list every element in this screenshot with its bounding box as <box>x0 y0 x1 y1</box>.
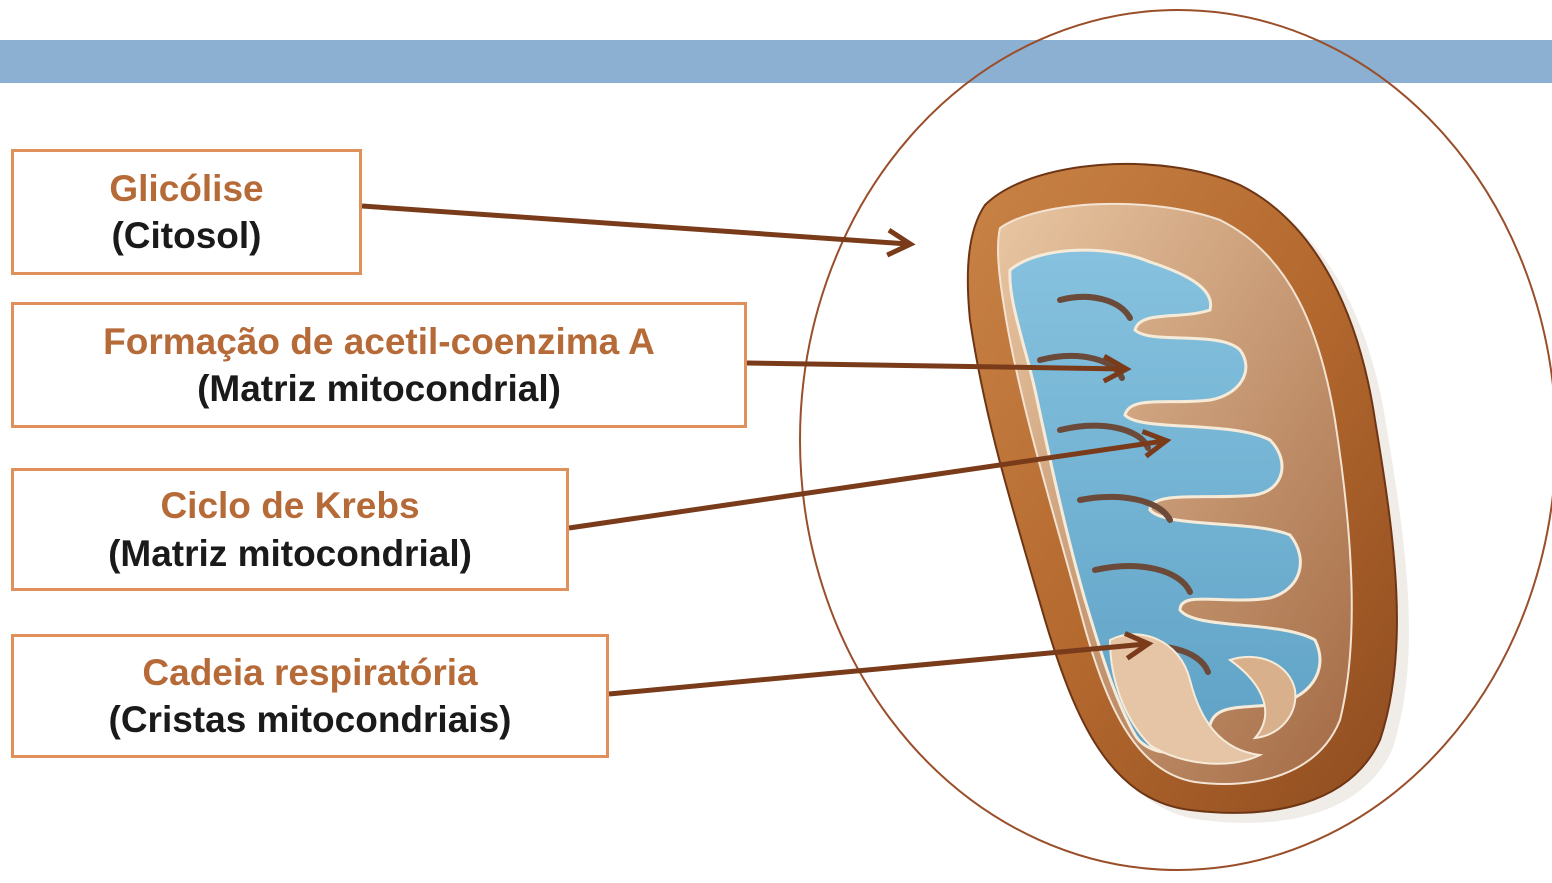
label-location: (Matriz mitocondrial) <box>108 530 472 577</box>
label-title: Formação de acetil-coenzima A <box>103 318 655 365</box>
label-title: Ciclo de Krebs <box>160 482 419 529</box>
label-box-ciclo-krebs: Ciclo de Krebs (Matriz mitocondrial) <box>11 468 569 591</box>
label-title: Cadeia respiratória <box>142 649 477 696</box>
label-title: Glicólise <box>109 165 263 212</box>
arrow-glicolise <box>362 206 908 244</box>
label-box-cadeia-respiratoria: Cadeia respiratória (Cristas mitocondria… <box>11 634 609 758</box>
label-location: (Cristas mitocondriais) <box>109 696 512 743</box>
label-location: (Citosol) <box>111 212 261 259</box>
label-box-glicolise: Glicólise (Citosol) <box>11 149 362 275</box>
label-location: (Matriz mitocondrial) <box>197 365 561 412</box>
mitochondrion-icon <box>968 164 1409 823</box>
label-box-acetil-coenzima: Formação de acetil-coenzima A (Matriz mi… <box>11 302 747 428</box>
